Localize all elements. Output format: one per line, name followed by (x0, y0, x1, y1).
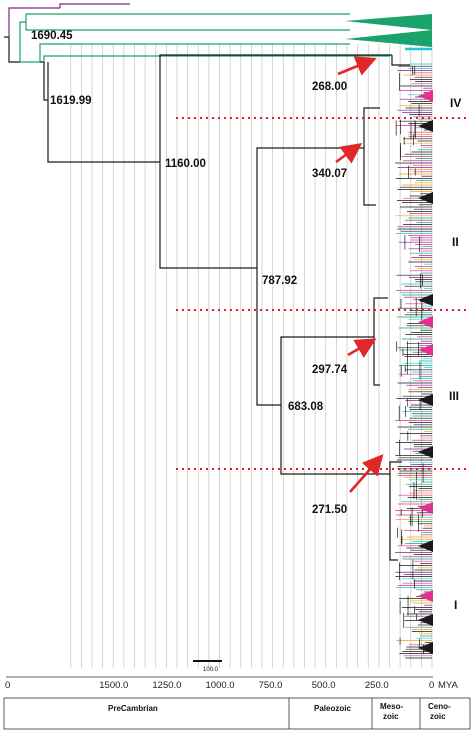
arrow-268 (337, 56, 377, 76)
green-clade-branch-2 (25, 22, 350, 31)
group-label-iii: III (449, 389, 459, 403)
collapsed-clade (418, 502, 433, 514)
collapsed-clade (418, 590, 433, 602)
axis-tick-label: 0 (5, 680, 10, 691)
group-label-iv: IV (450, 96, 461, 110)
axis-tick-label: 0 (429, 680, 434, 691)
collapsed-clade (418, 446, 433, 458)
teal-stem (43, 55, 390, 62)
node-age-1160: 1160.00 (165, 158, 206, 170)
stem-1619 (40, 61, 48, 101)
axis-tick-label: 1000.0 (206, 680, 235, 691)
collapsed-clade (418, 614, 433, 626)
era-mesozoic-line2: zoic (383, 712, 399, 721)
collapsed-clade (418, 90, 433, 102)
root-branch (4, 36, 20, 63)
arrow-297 (347, 338, 377, 358)
collapsed-clade (418, 540, 433, 552)
era-cenozoic-line2: zoic (430, 712, 446, 721)
axis-tick-label: 250.0 (365, 680, 389, 691)
collapsed-clade (418, 192, 433, 204)
collapsed-clade (418, 642, 433, 654)
collapsed-clade (418, 294, 433, 306)
node-age-787: 787.92 (262, 275, 297, 287)
teal-clade-branch (20, 43, 350, 63)
collapsed-clade (418, 316, 433, 328)
node-age-1619: 1619.99 (50, 95, 92, 107)
collapsed-clade (418, 394, 433, 406)
arrow-271 (349, 454, 384, 493)
group-label-i: I (454, 598, 457, 612)
era-table: PreCambrian Paleozoic Meso- zoic Ceno- z… (3, 697, 471, 730)
node-age-271: 271.50 (312, 504, 347, 516)
axis-unit-label: MYA (438, 680, 459, 691)
axis-tick-label: 500.0 (312, 680, 336, 691)
group-label-ii: II (452, 235, 459, 249)
node-age-683: 683.08 (288, 401, 324, 413)
purple-clade-tips (59, 3, 130, 8)
axis-tick-label: 1500.0 (99, 680, 128, 691)
green-collapsed-clade (345, 14, 432, 30)
era-precambrian: PreCambrian (108, 704, 158, 713)
node-age-1690: 1690.45 (31, 30, 73, 42)
scale-bar: 100.0 (193, 660, 222, 673)
node-age-297: 297.74 (312, 364, 348, 376)
node-arrows (335, 56, 384, 493)
arrow-340 (335, 142, 363, 164)
group-separators (176, 117, 470, 470)
scale-bar-label: 100.0 (203, 667, 219, 673)
axis-tick-label: 1250.0 (152, 680, 181, 691)
outgroup-branches (4, 3, 390, 101)
time-gridlines (70, 44, 433, 668)
node-age-340: 340.07 (312, 168, 347, 180)
era-cenozoic-line1: Ceno- (428, 702, 451, 711)
green-collapsed-clade (345, 30, 432, 47)
era-paleozoic: Paleozoic (314, 704, 351, 713)
axis-tick-label: 750.0 (259, 680, 283, 691)
collapsed-clade (418, 344, 433, 356)
collapsed-clade (418, 120, 433, 132)
era-mesozoic-line1: Meso- (380, 702, 403, 711)
node-age-268: 268.00 (312, 81, 347, 93)
time-axis: 1500.0 1250.0 1000.0 750.0 500.0 250.0 0 0 MYA (5, 676, 459, 691)
main-backbone (47, 54, 410, 561)
terminal-taxa (395, 63, 433, 659)
purple-clade-branch (8, 7, 60, 37)
